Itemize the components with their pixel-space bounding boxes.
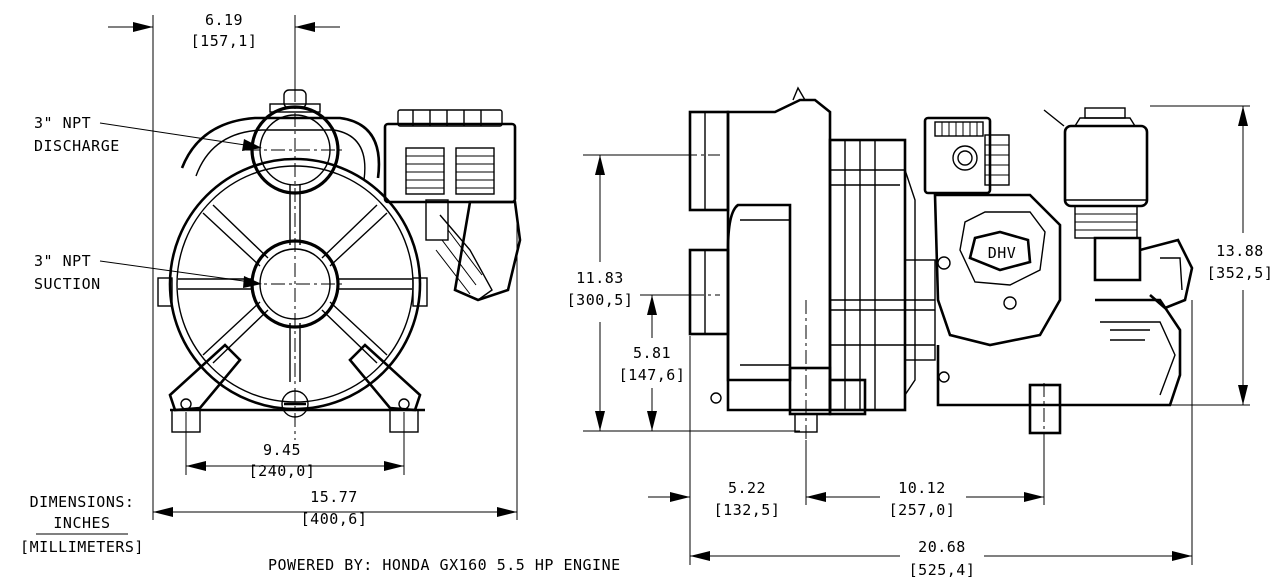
dimensions-legend: DIMENSIONS: INCHES [MILLIMETERS] [20,493,144,556]
dim-front-offset-mm: [132,5] [714,501,781,519]
dim-overall-length: 20.68 [525,4] [690,300,1193,580]
dim-overall-length-inches: 20.68 [918,538,966,556]
suction-label-line1: 3" NPT [34,252,91,270]
dim-front-offset-inches: 5.22 [728,479,766,497]
legend-units-mm: [MILLIMETERS] [20,538,144,556]
discharge-label-line2: DISCHARGE [34,137,120,155]
dim-suction-height-mm: [147,6] [619,366,686,384]
discharge-callout: 3" NPT DISCHARGE [34,114,262,155]
dim-base-width-mm: [240,0] [249,462,316,480]
dim-overall-length-mm: [525,4] [909,561,976,579]
dim-discharge-height-mm: [300,5] [567,291,634,309]
dim-foot-spacing: 10.12 [257,0] [806,440,1045,525]
dim-base-width: 9.45 [240,0] [185,412,405,480]
side-air-cleaner [1043,107,1194,310]
dim-overall-height: 13.88 [352,5] [1150,105,1274,406]
legend-units-inches: INCHES [53,514,110,532]
engine-badge: DHV [988,244,1017,262]
dim-overall-height-inches: 13.88 [1216,242,1264,260]
discharge-label-line1: 3" NPT [34,114,91,132]
dim-top-width: 6.19 [157,1] [108,11,340,520]
dim-overall-height-mm: [352,5] [1207,264,1274,282]
dim-overall-width-inches: 15.77 [310,488,358,506]
dim-suction-height: 5.81 [147,6] [619,294,690,431]
dim-overall-width: 15.77 [400,6] [153,220,518,528]
side-engine: DHV [923,116,1182,440]
front-engine [383,109,522,302]
dim-overall-width-mm: [400,6] [301,510,368,528]
suction-label-line2: SUCTION [34,275,101,293]
dim-top-width-inches: 6.19 [205,11,243,29]
front-view [157,88,522,440]
dim-base-width-inches: 9.45 [263,441,301,459]
footer-engine-note: POWERED BY: HONDA GX160 5.5 HP ENGINE [268,556,621,574]
side-view: DHV [583,86,1194,440]
dim-discharge-height-inches: 11.83 [576,269,624,287]
suction-callout: 3" NPT SUCTION [34,252,262,293]
dim-foot-spacing-mm: [257,0] [889,501,956,519]
dim-foot-spacing-inches: 10.12 [898,479,946,497]
dim-top-width-mm: [157,1] [191,32,258,50]
legend-title: DIMENSIONS: [30,493,135,511]
dim-suction-height-inches: 5.81 [633,344,671,362]
front-pump-casing [157,116,428,433]
side-pump-body [688,86,936,440]
dim-discharge-height: 11.83 [300,5] [567,154,800,432]
